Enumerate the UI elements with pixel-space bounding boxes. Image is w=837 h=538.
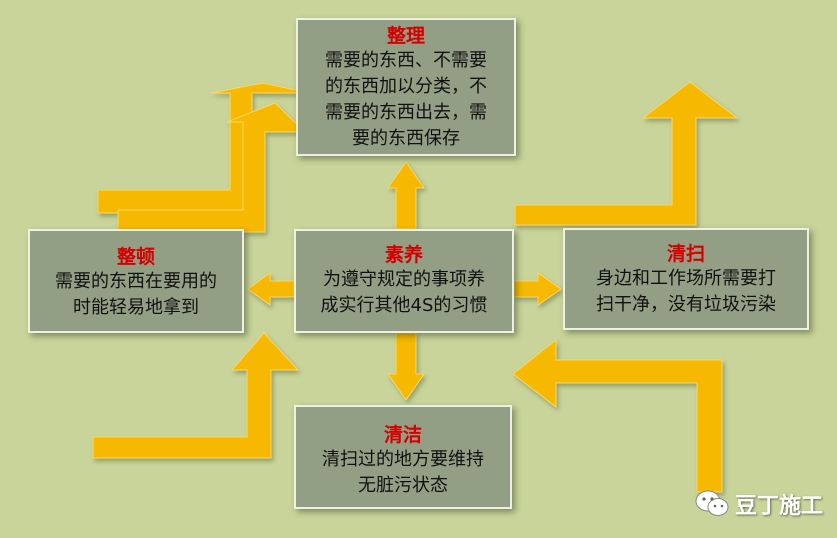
node-desc-line: 身边和工作场所需要打 <box>596 268 776 289</box>
corner-arrow-bottom-right <box>512 338 723 493</box>
node-desc-line: 要的东西保存 <box>352 128 460 149</box>
node-desc-line: 清扫过的地方要维持 <box>322 449 484 470</box>
node-top-seiri: 整理 需要的东西、不需要 的东西加以分类，不 需要的东西出去，需 要的东西保存 <box>296 18 516 156</box>
node-bottom-seiketsu: 清洁 清扫过的地方要维持 无脏污状态 <box>294 405 512 509</box>
watermark-text: 豆丁施工 <box>734 494 823 519</box>
wechat-icon <box>695 490 729 516</box>
node-title: 清洁 <box>383 424 422 446</box>
corner-arrow-bottom-left <box>92 332 300 459</box>
node-desc-line: 成实行其他4S的习惯 <box>320 295 488 316</box>
node-desc-line: 为遵守规定的事项养 <box>323 269 485 290</box>
watermark: 豆丁施工 <box>695 488 823 520</box>
corner-arrow-top-left-back <box>97 82 310 214</box>
corner-arrow-top-right <box>514 81 739 226</box>
node-desc-line: 需要的东西、不需要 <box>325 50 487 71</box>
node-left-seiton: 整顿 需要的东西在要用的 时能轻易地拿到 <box>28 229 244 333</box>
node-title: 整理 <box>386 25 425 47</box>
arrow-center-to-bottom <box>387 332 425 401</box>
node-title: 清扫 <box>666 243 705 265</box>
node-desc-line: 时能轻易地拿到 <box>73 297 199 318</box>
corner-arrow-top-left-front <box>117 102 307 233</box>
arrow-center-to-right <box>513 272 562 306</box>
arrow-center-to-top <box>387 161 425 230</box>
node-desc-line: 需要的东西出去，需 <box>325 102 487 123</box>
arrow-center-to-left <box>247 272 295 306</box>
node-desc-line: 无脏污状态 <box>358 475 448 496</box>
node-right-seiso: 清扫 身边和工作场所需要打 扫干净，没有垃圾污染 <box>563 228 809 330</box>
node-desc-line: 扫干净，没有垃圾污染 <box>596 294 776 315</box>
node-desc-line: 的东西加以分类，不 <box>325 76 487 97</box>
node-title: 整顿 <box>116 246 155 268</box>
node-desc-line: 需要的东西在要用的 <box>55 271 217 292</box>
node-title: 素养 <box>384 244 423 266</box>
node-center-shitsuke: 素养 为遵守规定的事项养 成实行其他4S的习惯 <box>294 229 514 333</box>
